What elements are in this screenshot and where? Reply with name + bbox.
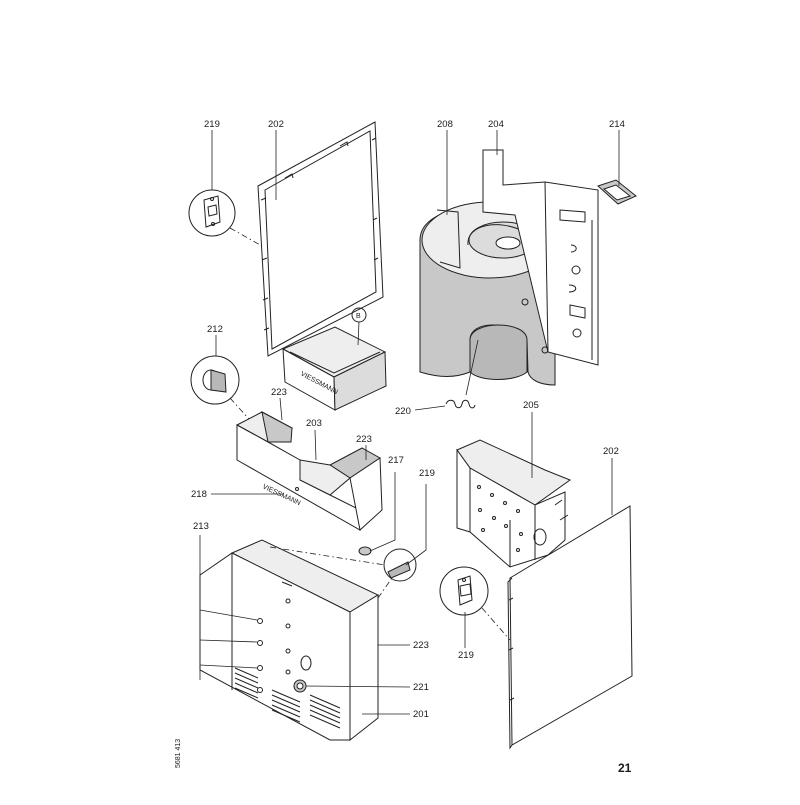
label-220: 220 <box>395 406 411 417</box>
label-214: 214 <box>609 119 625 130</box>
label-202: 202 <box>268 119 284 130</box>
part-205-inner-panel <box>456 439 572 568</box>
label-203: 203 <box>306 418 322 429</box>
label-219-right: 219 <box>458 650 474 661</box>
label-208: 208 <box>437 119 453 130</box>
label-219-mid: 219 <box>419 468 435 479</box>
part-203-housing: VIESSMANN <box>235 411 383 531</box>
label-218: 218 <box>191 489 207 500</box>
part-219-bracket-detail-right <box>439 566 511 641</box>
label-223-bottom: 223 <box>413 640 429 651</box>
part-202-frame-top-left <box>257 121 384 357</box>
part-b-controller: VIESSMANN <box>281 307 387 411</box>
label-205: 205 <box>523 400 539 411</box>
label-219: 219 <box>204 119 220 130</box>
part-labels: 219 202 208 204 214 212 B 223 203 223 22… <box>191 119 625 720</box>
part-201-front-panel <box>199 539 380 742</box>
part-217-and-219-lower <box>269 472 427 599</box>
part-220-spring <box>414 339 479 411</box>
part-213-screws <box>199 535 291 693</box>
label-213: 213 <box>193 521 209 532</box>
label-223-top: 223 <box>271 387 287 398</box>
page-number: 21 <box>618 761 632 775</box>
label-201: 201 <box>413 709 429 720</box>
part-219-bracket-detail-top <box>188 189 263 247</box>
label-217: 217 <box>388 455 404 466</box>
label-202-right: 202 <box>603 446 619 457</box>
part-202-side-panel-right <box>507 505 633 750</box>
label-b: B <box>356 313 361 320</box>
part-214-grommet <box>597 179 637 205</box>
label-204: 204 <box>488 119 504 130</box>
label-212: 212 <box>207 324 223 335</box>
label-221: 221 <box>413 682 429 693</box>
label-223-mid: 223 <box>356 434 372 445</box>
part-204-rear-panel <box>482 149 599 366</box>
document-number: 5681 413 <box>175 739 182 768</box>
